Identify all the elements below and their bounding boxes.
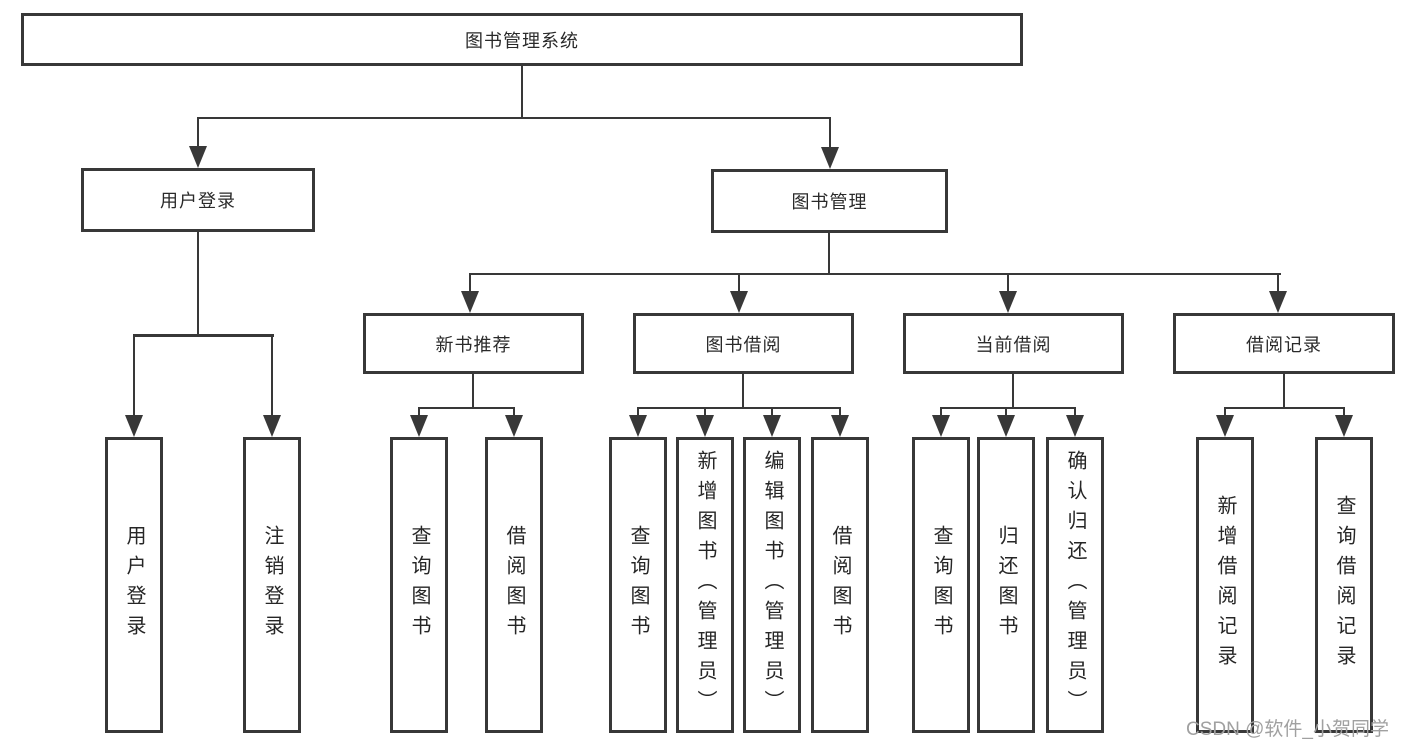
node-new-book-recommend-label: 新书推荐 xyxy=(435,334,512,355)
arrow-down-icon xyxy=(821,147,839,169)
leaf-return-book: 归还图书 xyxy=(977,437,1035,733)
connector-rail-current xyxy=(939,406,1077,409)
arrow-down-icon xyxy=(125,415,143,437)
leaf-edit-book-admin-label: 编辑图书（管理员） xyxy=(761,450,783,720)
leaf-query-borrow-record-label: 查询借阅记录 xyxy=(1333,495,1355,675)
leaf-logout-label: 注销登录 xyxy=(261,525,283,645)
csdn-watermark: CSDN @软件_小贺同学 xyxy=(1186,719,1389,740)
leaf-user-login: 用户登录 xyxy=(105,437,163,733)
arrow-down-icon xyxy=(696,415,714,437)
connector-drop-level3 xyxy=(1006,273,1010,295)
connector-drop-leaf xyxy=(1073,407,1077,419)
arrow-down-icon xyxy=(1335,415,1353,437)
leaf-query-books-borrow: 查询图书 xyxy=(609,437,667,733)
node-new-book-recommend: 新书推荐 xyxy=(363,313,584,374)
connector-drop-leaf xyxy=(417,407,421,419)
node-book-borrow-label: 图书借阅 xyxy=(705,334,782,355)
arrow-down-icon xyxy=(730,291,748,313)
node-user-login: 用户登录 xyxy=(81,168,315,232)
connector-rail-borrow xyxy=(636,406,842,409)
connector-drop-level3 xyxy=(1276,273,1280,295)
connector-drop-book-management xyxy=(828,118,832,151)
arrow-down-icon xyxy=(410,415,428,437)
arrow-down-icon xyxy=(1269,291,1287,313)
leaf-borrow-books-recommend-label: 借阅图书 xyxy=(503,525,525,645)
connector-drop-leaf xyxy=(132,335,136,417)
arrow-down-icon xyxy=(461,291,479,313)
leaf-borrow-books-label: 借阅图书 xyxy=(829,525,851,645)
leaf-logout: 注销登录 xyxy=(243,437,301,733)
connector-records-stem xyxy=(1282,374,1286,408)
node-borrow-records-label: 借阅记录 xyxy=(1246,334,1322,355)
arrow-down-icon xyxy=(763,415,781,437)
node-book-borrow: 图书借阅 xyxy=(633,313,854,374)
arrow-down-icon xyxy=(997,415,1015,437)
arrow-down-icon xyxy=(189,146,207,168)
arrow-down-icon xyxy=(999,291,1017,313)
connector-rail-user-login xyxy=(132,334,274,337)
leaf-edit-book-admin: 编辑图书（管理员） xyxy=(743,437,801,733)
connector-book-management-stem xyxy=(827,233,831,274)
node-borrow-records: 借阅记录 xyxy=(1173,313,1395,374)
leaf-query-books-recommend-label: 查询图书 xyxy=(408,525,430,645)
connector-drop-leaf xyxy=(1342,407,1346,419)
connector-recommend-stem xyxy=(471,374,475,408)
arrow-down-icon xyxy=(263,415,281,437)
connector-rail-level3 xyxy=(468,272,1281,275)
leaf-add-borrow-record-label: 新增借阅记录 xyxy=(1214,495,1236,675)
connector-root-drop xyxy=(520,66,524,118)
connector-drop-leaf xyxy=(512,407,516,419)
leaf-borrow-books: 借阅图书 xyxy=(811,437,869,733)
node-book-management: 图书管理 xyxy=(711,169,948,233)
arrow-down-icon xyxy=(1216,415,1234,437)
arrow-down-icon xyxy=(629,415,647,437)
connector-drop-leaf xyxy=(1004,407,1008,419)
node-current-borrow: 当前借阅 xyxy=(903,313,1124,374)
leaf-add-borrow-record: 新增借阅记录 xyxy=(1196,437,1254,733)
connector-drop-leaf xyxy=(838,407,842,419)
connector-drop-user-login xyxy=(196,118,200,150)
connector-rail-level2 xyxy=(196,116,832,119)
leaf-return-book-label: 归还图书 xyxy=(995,525,1017,645)
arrow-down-icon xyxy=(505,415,523,437)
connector-drop-leaf xyxy=(939,407,943,419)
leaf-confirm-return-admin: 确认归还（管理员） xyxy=(1046,437,1104,733)
leaf-query-books-borrow-label: 查询图书 xyxy=(627,525,649,645)
arrow-down-icon xyxy=(831,415,849,437)
leaf-query-books-current: 查询图书 xyxy=(912,437,970,733)
connector-rail-records xyxy=(1223,406,1346,409)
connector-current-stem xyxy=(1011,374,1015,408)
leaf-add-book-admin-label: 新增图书（管理员） xyxy=(694,450,716,720)
node-user-login-label: 用户登录 xyxy=(160,191,236,211)
connector-drop-leaf xyxy=(636,407,640,419)
node-library-system: 图书管理系统 xyxy=(21,13,1023,66)
connector-drop-leaf xyxy=(270,335,274,417)
leaf-borrow-books-recommend: 借阅图书 xyxy=(485,437,543,733)
leaf-query-borrow-record: 查询借阅记录 xyxy=(1315,437,1373,733)
leaf-add-book-admin: 新增图书（管理员） xyxy=(676,437,734,733)
node-library-system-label: 图书管理系统 xyxy=(465,30,579,51)
connector-rail-recommend xyxy=(417,406,516,409)
connector-drop-leaf xyxy=(703,407,707,419)
leaf-confirm-return-admin-label: 确认归还（管理员） xyxy=(1064,450,1086,720)
connector-borrow-stem xyxy=(741,374,745,408)
arrow-down-icon xyxy=(1066,415,1084,437)
connector-drop-leaf xyxy=(1223,407,1227,419)
connector-user-login-stem xyxy=(196,232,200,336)
arrow-down-icon xyxy=(932,415,950,437)
connector-drop-level3 xyxy=(737,273,741,295)
node-current-borrow-label: 当前借阅 xyxy=(975,334,1052,355)
connector-drop-level3 xyxy=(468,273,472,295)
leaf-user-login-label: 用户登录 xyxy=(123,525,145,645)
leaf-query-books-recommend: 查询图书 xyxy=(390,437,448,733)
connector-drop-leaf xyxy=(770,407,774,419)
leaf-query-books-current-label: 查询图书 xyxy=(930,525,952,645)
node-book-management-label: 图书管理 xyxy=(791,192,868,212)
